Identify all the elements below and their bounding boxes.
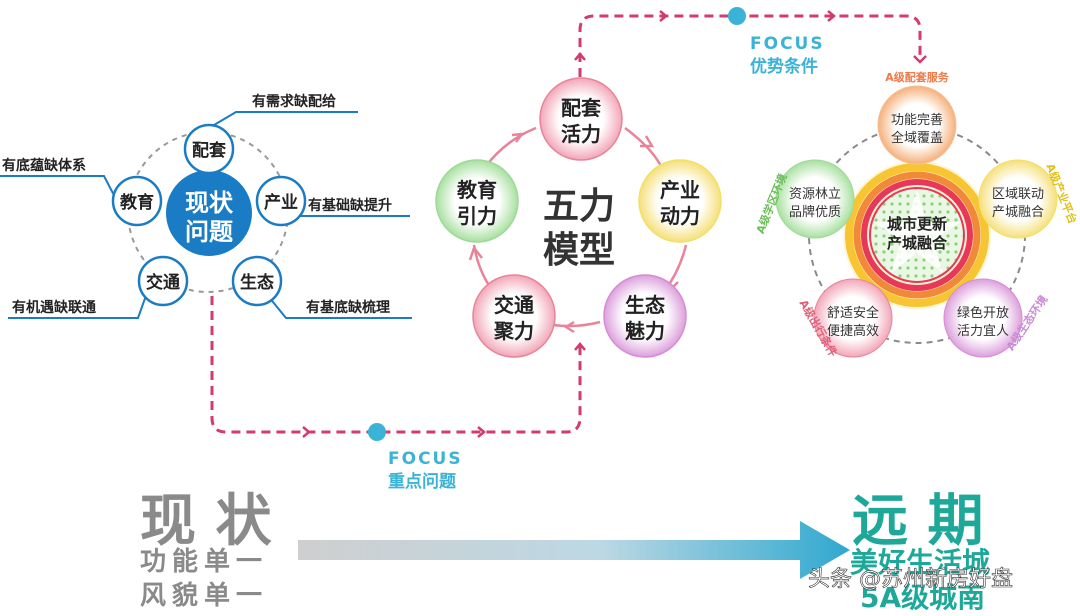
city-model: 城市更新 产城融合 功能完善 全域覆盖 A级配套服务 区域联动 产城融合 A级产… [753,70,1080,359]
status-node-transport: 交通 [137,255,189,307]
svg-text:生态: 生态 [625,293,665,317]
focus-sub-bottom: 重点问题 [388,471,457,492]
status-center-line-1: 现状 [185,189,234,217]
city-node-education: 资源林立 品牌优质 A级学区环境 [753,159,855,239]
connector-bottom [210,296,582,434]
svg-text:活力: 活力 [561,122,601,146]
issue-education: 有底蕴缺体系 [2,157,86,174]
status-node-ecology: 生态 [231,255,283,307]
current-line-1: 功能单一 [140,546,268,577]
status-node-industry: 产业 [255,175,307,227]
svg-text:活力宜人: 活力宜人 [957,324,1009,339]
svg-text:魅力: 魅力 [625,319,665,343]
city-center-line-2: 产城融合 [887,234,948,252]
svg-text:引力: 引力 [457,204,497,228]
svg-text:教育: 教育 [457,178,497,202]
svg-text:交通: 交通 [146,272,180,293]
five-forces-model: 配套 活力 产业 动力 生态 魅力 交通 聚力 教育 引力 五力 模型 [435,77,722,358]
progress-arrow [298,521,850,579]
current-line-2: 风貌单一 [140,581,268,611]
svg-text:产业: 产业 [660,178,700,202]
watermark: 头条 @苏州新房好盘 [808,567,1013,592]
five-forces-center-line-2: 模型 [543,230,615,271]
force-node-industry: 产业 动力 [638,159,722,243]
svg-text:区域联动: 区域联动 [992,187,1044,202]
svg-text:产业: 产业 [264,192,298,213]
focus-dot-top [728,7,746,25]
status-map: 现状 问题 配套 产业 生态 交通 教育 有需求缺配给 有底蕴缺体系 有基础缺提… [0,93,412,319]
city-arc-label-supporting: A级配套服务 [885,70,950,84]
svg-text:功能完善: 功能完善 [891,112,943,128]
focus-sub-top: 优势条件 [750,56,818,77]
svg-text:舒适安全: 舒适安全 [827,305,879,321]
svg-text:动力: 动力 [660,204,700,228]
svg-text:配套: 配套 [192,140,227,161]
connector-top [578,14,922,92]
svg-text:生态: 生态 [240,272,274,293]
force-node-education: 教育 引力 [435,159,519,243]
city-node-industry: 区域联动 产城融合 A级产业平台 [978,159,1080,239]
svg-text:教育: 教育 [119,192,154,213]
status-center-circle [166,170,252,256]
svg-text:资源林立: 资源林立 [789,187,841,202]
city-node-transport: 舒适安全 便捷高效 A级出行条件 [797,278,893,359]
svg-text:产城融合: 产城融合 [992,205,1044,220]
svg-text:便捷高效: 便捷高效 [827,323,879,339]
focus-label-top: FOCUS 优势条件 [750,34,825,77]
focus-label-bottom: FOCUS 重点问题 [388,449,463,492]
svg-text:品牌优质: 品牌优质 [789,204,841,220]
status-node-education: 教育 [111,175,163,227]
future-line-1: 美好生活城 [850,546,990,579]
issue-supporting: 有需求缺配给 [252,93,336,110]
future-line-2: 5A级城南 [860,581,985,612]
svg-text:全域覆盖: 全域覆盖 [891,130,943,146]
focus-connector [210,14,922,434]
issue-transport: 有机遇缺联通 [12,299,96,316]
svg-text:交通: 交通 [494,293,534,317]
force-node-ecology: 生态 魅力 [603,274,687,358]
status-node-supporting: 配套 [183,123,235,175]
issue-industry: 有基础缺提升 [308,197,392,214]
focus-title-bottom: FOCUS [388,449,463,469]
svg-text:配套: 配套 [561,96,601,120]
city-node-supporting: 功能完善 全域覆盖 A级配套服务 [877,70,957,165]
current-title: 现 状 [140,489,272,554]
issue-ecology: 有基底缺梳理 [306,299,390,316]
five-forces-center-line-1: 五力 [543,186,615,227]
force-node-supporting: 配套 活力 [539,77,623,161]
bottom-section: 现 状 功能单一 风貌单一 远 期 美好生活城 5A级城南 头条 @苏州新房好盘 [140,489,1013,614]
city-node-ecology: 绿色开放 活力宜人 A级生态环境 [943,278,1050,358]
city-center-line-1: 城市更新 [887,215,947,233]
connector-chevrons [302,10,927,438]
city-center: 城市更新 产城融合 [843,161,991,309]
future-title: 远 期 [852,489,984,554]
svg-text:绿色开放: 绿色开放 [957,305,1009,321]
svg-text:聚力: 聚力 [493,319,534,343]
force-node-transport: 交通 聚力 [472,274,556,358]
status-center-line-2: 问题 [185,218,233,246]
focus-title-top: FOCUS [750,34,825,54]
focus-dot-bottom [368,423,386,441]
